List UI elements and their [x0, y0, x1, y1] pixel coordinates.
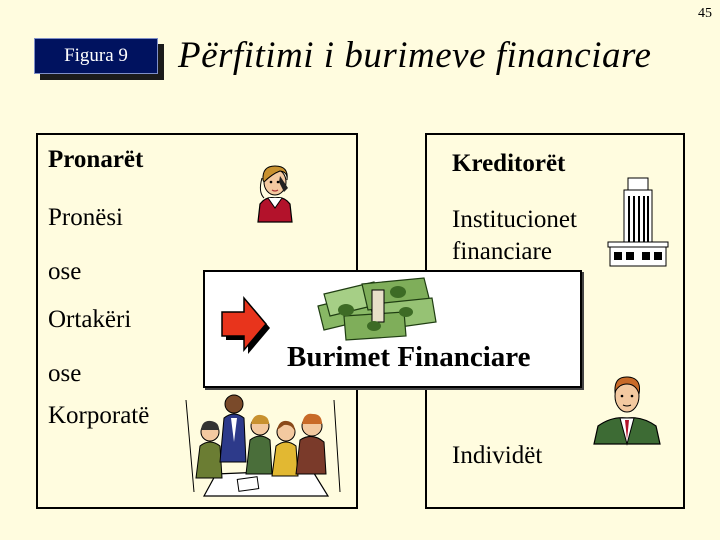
institutions-line: financiare: [452, 238, 552, 265]
woman-on-phone-icon: [257, 165, 293, 223]
owners-item: Ortakëri: [48, 306, 132, 333]
owners-item: ose: [48, 258, 82, 285]
owners-item: Korporatë: [48, 402, 150, 429]
financial-sources-label: Burimet Financiare: [287, 341, 531, 373]
figure-label: Figura 9: [34, 38, 158, 74]
bank-building-icon: [607, 177, 669, 267]
individuals-label: Individët: [452, 442, 543, 469]
owners-item: Pronësi: [48, 204, 123, 231]
page-number: 45: [698, 6, 712, 21]
slide-title: Përfitimi i burimeve financiare: [178, 35, 652, 76]
owners-heading: Pronarët: [48, 146, 144, 173]
businessman-icon: [593, 376, 661, 446]
institutions-line: Institucionet: [452, 206, 577, 233]
money-stack-icon: [317, 277, 437, 341]
creditors-heading: Kreditorët: [452, 150, 566, 177]
business-team-icon: [185, 394, 341, 497]
red-arrow-icon: [221, 295, 270, 354]
owners-item: ose: [48, 360, 82, 387]
